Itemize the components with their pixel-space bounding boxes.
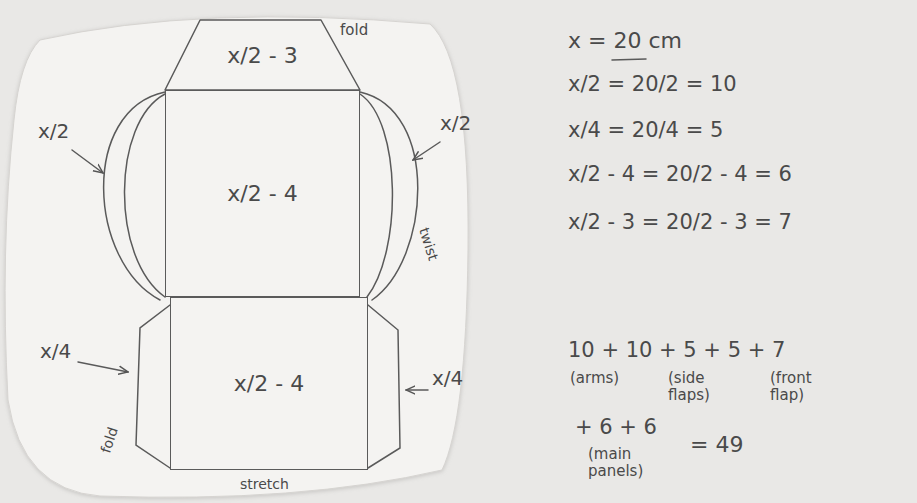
pattern-note: twist: [416, 226, 442, 263]
pattern-note: x/2: [38, 120, 69, 143]
arm-outline: [124, 94, 165, 297]
arm-outline: [360, 94, 392, 297]
calculation-line: x/2 - 3 = 20/2 - 3 = 7: [568, 210, 792, 234]
underline: [612, 59, 646, 60]
calculation-line: (arms): [570, 370, 619, 387]
calculation-line: x/2 = 20/2 = 10: [568, 72, 737, 96]
side-flap: [368, 305, 400, 468]
panel-dimension: x/2 - 4: [227, 181, 297, 206]
panel-dimension: x/2 - 3: [227, 43, 297, 68]
calculation-line: (main panels): [588, 446, 660, 481]
leader-arrow: [78, 362, 128, 372]
calculation-line: x/4 = 20/4 = 5: [568, 118, 723, 142]
main-panel: x/2 - 4: [170, 297, 368, 470]
main-panel: x/2 - 4: [165, 90, 360, 297]
leader-arrow: [413, 142, 440, 160]
pattern-note: x/4: [432, 367, 463, 390]
side-flap: [136, 305, 170, 468]
arm-outline: [104, 92, 165, 300]
calculation-line: 10 + 10 + 5 + 5 + 7: [568, 338, 785, 362]
calculation-line: + 6 + 6: [575, 415, 657, 439]
arm-outline: [360, 92, 418, 300]
pattern-note: x/4: [40, 340, 71, 363]
pattern-note: x/2: [440, 112, 471, 135]
pattern-note: fold: [340, 22, 368, 39]
calculation-line: (side flaps): [668, 370, 726, 405]
calculation-line: (front flap): [770, 370, 832, 405]
leader-arrow: [72, 150, 103, 173]
paper-cutout: [5, 17, 468, 497]
panel-dimension: x/2 - 4: [234, 371, 304, 396]
calculation-line: = 49: [690, 432, 743, 457]
pattern-note: fold: [97, 425, 120, 455]
pattern-note: stretch: [240, 476, 289, 492]
leader-arrow: [406, 389, 428, 391]
front-flap-trapezoid: x/2 - 3: [165, 20, 360, 90]
calculation-line: x = 20 cm: [568, 28, 682, 53]
calculation-line: x/2 - 4 = 20/2 - 4 = 6: [568, 162, 792, 186]
